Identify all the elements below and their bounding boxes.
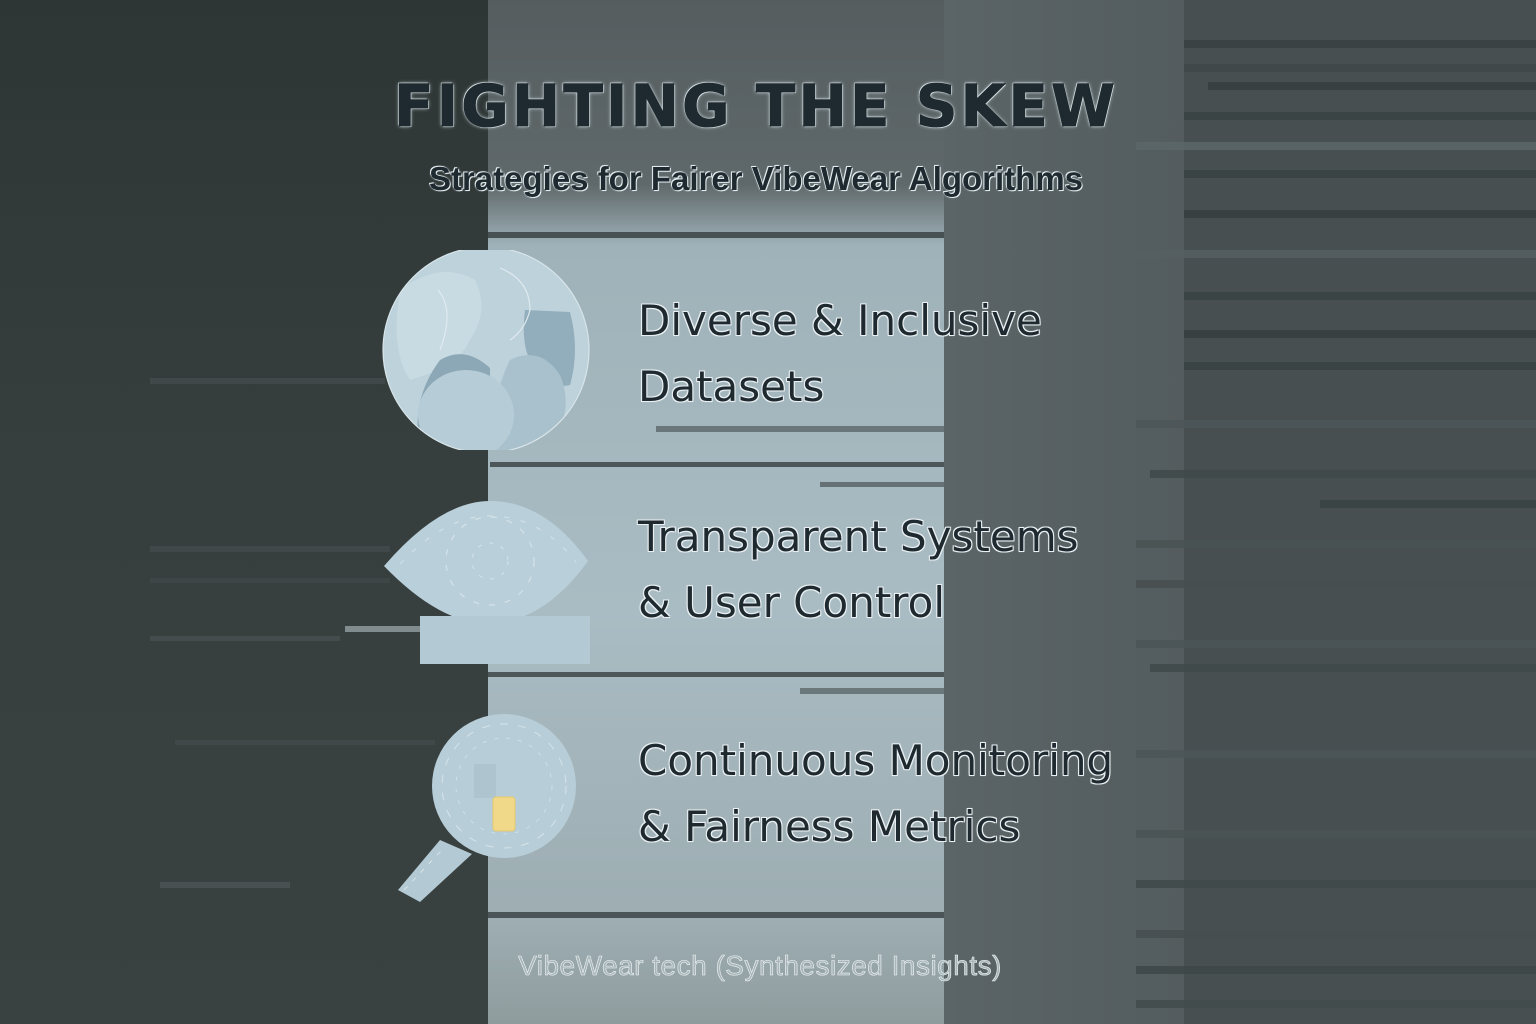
background-far-right-band <box>1184 0 1536 1024</box>
page-title: FIGHTING THE SKEW <box>393 72 1119 141</box>
strategy-item-continuous-monitoring: Continuous Monitoring & Fairness Metrics <box>380 700 1200 902</box>
footer-credit: VibeWear tech (Synthesized Insights) <box>518 950 1002 982</box>
magnifier-icon <box>380 700 600 902</box>
strategy-item-diverse-datasets: Diverse & Inclusive Datasets <box>380 246 1200 454</box>
strategy-label-line2: & User Control <box>638 578 946 627</box>
strategy-label-line2: Datasets <box>638 362 825 411</box>
diverse-faces-globe-icon <box>380 246 600 454</box>
strategy-label-line2: & Fairness Metrics <box>638 802 1021 851</box>
strategy-label-line1: Transparent Systems <box>638 512 1079 561</box>
eye-icon <box>380 476 600 676</box>
strategy-item-transparent-systems: Transparent Systems & User Control <box>380 476 1200 676</box>
strategy-label: Diverse & Inclusive Datasets <box>638 288 1042 420</box>
background-left-band <box>0 0 488 1024</box>
strategy-label: Continuous Monitoring & Fairness Metrics <box>638 728 1113 860</box>
strategy-label: Transparent Systems & User Control <box>638 504 1079 636</box>
page-subtitle: Strategies for Fairer VibeWear Algorithm… <box>428 160 1084 197</box>
background-center-panel <box>488 0 944 1024</box>
strategy-label-line1: Continuous Monitoring <box>638 736 1114 785</box>
strategy-label-line1: Diverse & Inclusive <box>638 296 1042 345</box>
